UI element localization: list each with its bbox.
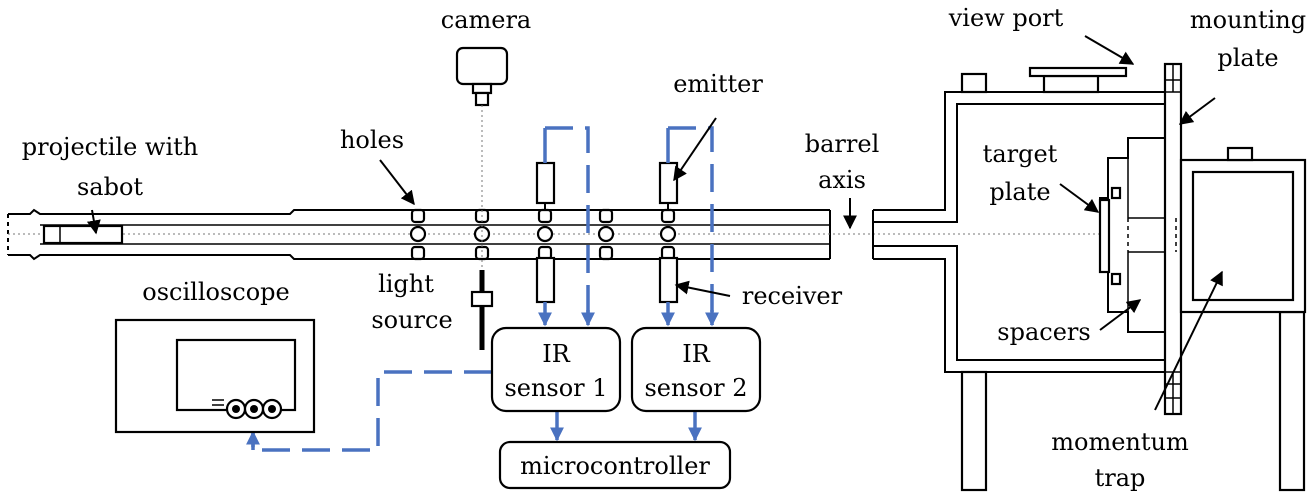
projectile-label-line1: projectile with: [22, 133, 199, 161]
target-plate-label-line2: plate: [989, 178, 1050, 206]
barrel-axis-label-line2: axis: [818, 166, 866, 194]
ir2-label-line1: IR: [682, 340, 710, 368]
view-port-label: view port: [948, 4, 1064, 32]
light-source-label-line1: light: [378, 270, 434, 298]
leader-arrows: [86, 35, 1223, 411]
ir-sensor-2: IR sensor 2: [630, 326, 762, 413]
oscilloscope-icon: [114, 318, 316, 434]
ir2-label-line2: sensor 2: [644, 374, 747, 402]
ir1-label-line2: sensor 1: [504, 374, 607, 402]
projectile-label-line2: sabot: [77, 173, 143, 201]
barrel-axis-label-line1: barrel: [805, 130, 880, 158]
receiver-label: receiver: [742, 282, 843, 310]
emitter-receiver-pairs: [535, 161, 679, 304]
momentum-trap-label-line1: momentum: [1051, 428, 1189, 456]
barrel-holes: [409, 208, 677, 261]
mounting-plate-label-line1: mounting: [1190, 6, 1306, 34]
mounting-plate-label-line2: plate: [1217, 44, 1278, 72]
projectile-with-sabot: [42, 224, 124, 245]
ir-sensor-1: IR sensor 1: [490, 326, 622, 413]
ir1-label-line1: IR: [542, 340, 570, 368]
light-source-label-line2: source: [371, 306, 452, 334]
target-plate-label-line1: target: [983, 140, 1058, 168]
momentum-trap-label-line2: trap: [1095, 464, 1146, 492]
camera-label: camera: [441, 6, 532, 34]
ir-wiring: [246, 126, 719, 452]
microcontroller-label: microcontroller: [520, 452, 710, 480]
microcontroller-box: microcontroller: [498, 440, 732, 490]
light-source-icon: [470, 270, 494, 350]
barrel: [7, 208, 1110, 261]
oscilloscope-label: oscilloscope: [142, 278, 289, 306]
spacers-label: spacers: [997, 318, 1090, 346]
holes-label: holes: [340, 126, 404, 154]
target-chamber: [872, 62, 1307, 492]
emitter-label: emitter: [673, 70, 763, 98]
camera-icon: [455, 46, 509, 270]
